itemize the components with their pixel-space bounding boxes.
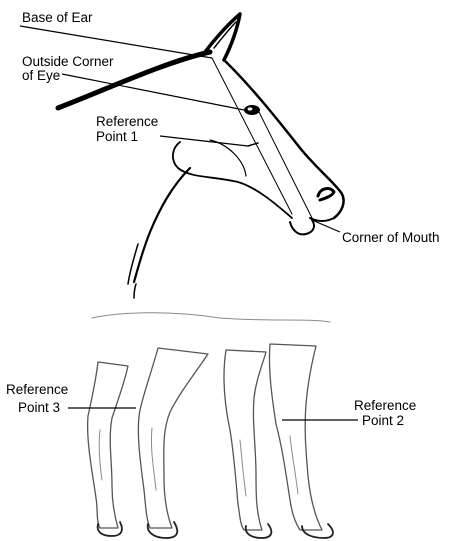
leader-reference-point-1 (160, 136, 248, 146)
neck-front-2 (134, 284, 136, 298)
label-base-of-ear: Base of Ear (22, 10, 93, 25)
near-hind-hoof (148, 522, 178, 538)
leader-outside-corner-of-eye (62, 74, 244, 110)
label-reference-point-3-line2: Point 3 (18, 400, 60, 415)
lower-lip (290, 220, 314, 234)
horse-legs-icon (88, 313, 333, 538)
leader-corner-of-mouth (312, 220, 340, 232)
label-reference-point-1-line2: Point 1 (96, 129, 138, 144)
label-outside-corner-line2: of Eye (22, 68, 60, 83)
label-reference-point-3-line1: Reference (6, 382, 68, 397)
face-profile (224, 60, 344, 218)
label-reference-point-2-line1: Reference (354, 398, 416, 413)
label-reference-point-1-line1: Reference (96, 114, 158, 129)
neck-front (128, 244, 138, 284)
near-hind-shade (151, 428, 156, 490)
near-fore-leg (269, 344, 322, 530)
belly-outline (92, 313, 330, 322)
throat-line (134, 168, 190, 282)
measurement-line-ear-mouth (212, 58, 292, 214)
label-reference-point-2-line2: Point 2 (362, 413, 404, 428)
eye-highlight (248, 107, 253, 110)
far-hind-hoof (98, 522, 122, 536)
far-hind-shade (99, 430, 102, 480)
near-hind-leg (138, 348, 208, 528)
nostril (318, 189, 334, 200)
label-corner-of-mouth: Corner of Mouth (342, 230, 440, 245)
near-fore-shade (290, 436, 298, 494)
far-hind-leg (88, 362, 128, 528)
near-fore-hoof (302, 524, 333, 538)
far-fore-shade (240, 440, 246, 496)
far-fore-leg (224, 350, 266, 530)
label-outside-corner-line1: Outside Corner (22, 54, 114, 69)
far-fore-hoof (246, 524, 272, 538)
